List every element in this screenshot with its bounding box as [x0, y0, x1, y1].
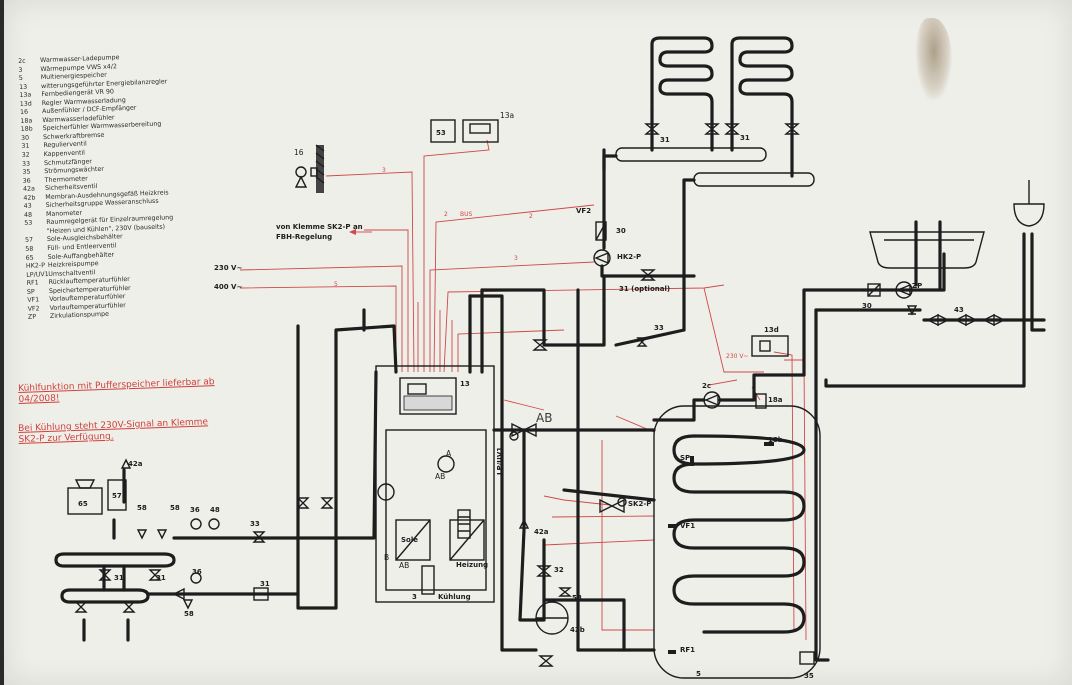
- outdoor-sensor: [294, 144, 325, 193]
- svg-text:2: 2: [529, 213, 533, 220]
- label-31-c: 31: [260, 580, 270, 588]
- label-31-e: 31: [156, 574, 166, 582]
- label-33-b: 33: [654, 324, 664, 332]
- label-53: 53: [436, 129, 446, 137]
- label-30-b: 30: [862, 302, 872, 310]
- label-31-optional: 31 (optional): [619, 285, 670, 293]
- storage-tank-5: [653, 405, 821, 679]
- label-30-a: 30: [616, 227, 626, 235]
- pump-2c: [703, 391, 721, 409]
- label-heizung: Heizung: [456, 561, 488, 569]
- label-58-d: 58: [572, 594, 582, 602]
- label-230v: 230 V~: [214, 264, 242, 272]
- label-ab-2: AB: [399, 561, 409, 570]
- label-13a: 13a: [500, 111, 514, 120]
- label-400v: 400 V~: [214, 283, 242, 291]
- label-32: 32: [554, 566, 564, 574]
- label-kuehlung: Kühlung: [438, 593, 471, 601]
- paper-stain: [916, 18, 952, 100]
- label-2c: 2c: [702, 382, 711, 390]
- label-36-b: 36: [192, 568, 202, 576]
- label-43: 43: [954, 306, 964, 314]
- label-31-b: 31: [740, 134, 750, 142]
- label-48: 48: [210, 506, 220, 514]
- brine-reservoir-57: [107, 479, 127, 511]
- label-sole: Sole: [401, 536, 418, 544]
- label-13: 13: [460, 380, 470, 388]
- label-31-a: 31: [660, 136, 670, 144]
- label-vf1: VF1: [680, 522, 695, 530]
- brine-circuit: [54, 370, 378, 642]
- label-zp: ZP: [912, 282, 922, 290]
- label-klemme-1: von Klemme SK2-P an: [276, 223, 363, 231]
- label-65: 65: [78, 500, 88, 508]
- label-18b: 18b: [768, 436, 783, 444]
- remote-control-13a: [462, 119, 499, 143]
- label-rf1: RF1: [680, 646, 695, 654]
- label-bus: BUS: [460, 211, 473, 218]
- label-58-b: 58: [170, 504, 180, 512]
- label-42a-a: 42a: [128, 460, 143, 468]
- label-31-d: 31: [114, 574, 124, 582]
- check-valve-30: [595, 221, 607, 241]
- label-b: B: [384, 553, 389, 562]
- room-controller-53: [430, 119, 456, 143]
- label-3: 3: [412, 593, 417, 601]
- label-ab-1: AB: [435, 472, 445, 481]
- svg-text:2: 2: [444, 211, 448, 218]
- svg-text:5: 5: [334, 281, 338, 288]
- label-58-a: 58: [137, 504, 147, 512]
- pump-zp: [895, 281, 913, 299]
- label-33-a: 33: [250, 520, 260, 528]
- label-sk2p: SK2-P: [628, 500, 651, 508]
- label-klemme-2: FBH-Regelung: [276, 233, 332, 241]
- label-42b: 42b: [570, 626, 585, 634]
- label-36-a: 36: [190, 506, 200, 514]
- label-230v-b: 230 V~: [726, 353, 749, 360]
- label-57: 57: [112, 492, 122, 500]
- hot-water-fixtures: [814, 180, 1046, 662]
- sensor-18a: [755, 393, 767, 409]
- label-sp: SP: [680, 454, 690, 462]
- controller-13d: [751, 335, 789, 357]
- label-lpuv1: LP/UV1: [496, 447, 504, 475]
- label-a: A: [446, 449, 452, 458]
- svg-text:3: 3: [514, 255, 518, 262]
- heating-circuits: [602, 36, 815, 332]
- label-42a-b: 42a: [534, 528, 549, 536]
- schematic: 16 53 13a 3 2 BUS 2 3 5 von Klemme SK2-P…: [54, 36, 1046, 680]
- label-35: 35: [804, 672, 814, 680]
- svg-text:3: 3: [382, 167, 386, 174]
- switching-valve-lpuv1: [509, 422, 537, 441]
- label-58-c: 58: [184, 610, 194, 618]
- main-piping: [296, 274, 686, 652]
- label-13d: 13d: [764, 326, 779, 334]
- label-5: 5: [696, 670, 701, 678]
- handwritten-ab: AB: [536, 411, 552, 425]
- label-18a: 18a: [768, 396, 783, 404]
- circuit-valves: [644, 123, 800, 135]
- label-hk2p: HK2-P: [617, 253, 641, 261]
- label-16: 16: [294, 148, 304, 157]
- label-vf2: VF2: [576, 207, 591, 215]
- flow-switch-35: [799, 651, 815, 665]
